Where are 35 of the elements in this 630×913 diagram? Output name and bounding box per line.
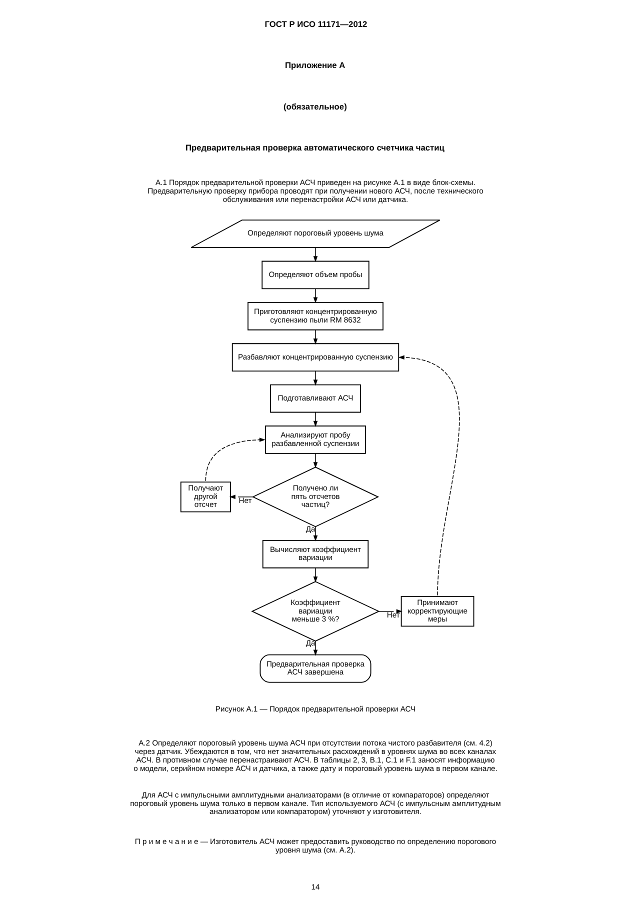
edge-label: Нет: [386, 610, 400, 620]
node-diamond: Получено ли пять отсчетов частиц?: [251, 466, 379, 528]
node-box: Подготавливают АСЧ: [270, 384, 360, 413]
arrow: [398, 355, 460, 596]
node-box: Предварительная проверка АСЧ завершена: [259, 654, 371, 683]
arrow: [312, 640, 318, 656]
node-box: Получают другой отсчет: [180, 482, 230, 512]
arrow: [312, 453, 318, 468]
edge-label: Нет: [238, 496, 252, 506]
label: А.2 Определяют пороговый уровень шума АСЧ при отсутствии потока чистого разбавителя (см. 4.2) через датчик. Убеждаются в том, что нет значительных расхождений в уровнях шума во всех каналах АСЧ. В противном случае перенастраивают АСЧ. В таблицы 2, 3, В.1, С.1 и F.1 заносят информацию о модели, серийном номере АСЧ и датчика, а также дату и пороговый уровень шума в первом канале.: [133, 738, 497, 773]
label: 14: [310, 882, 320, 892]
label: Для АСЧ с импульсными амплитудными анализаторами (в отличие от компараторов) определяют пороговый уровень шума только в первом канале. Тип используемого АСЧ (с импульсным амплитудным анализатором или компаратором) уточняют у изготовителя.: [130, 790, 500, 816]
node-box: Разбавляют концентрированную суспензию: [231, 343, 399, 372]
node-box: Принимают корректирующие меры: [400, 596, 474, 627]
label: ГОСТ Р ИСО 11171—2012: [264, 18, 367, 29]
arrow: [312, 526, 318, 542]
node-box: Анализируют пробу разбавленной суспензии: [264, 426, 366, 454]
arrow: [312, 412, 318, 427]
arrow: [378, 609, 402, 614]
arrow: [312, 370, 318, 386]
arrow: [204, 438, 266, 482]
label: Приложение А: [284, 60, 345, 70]
label: Предварительная проверка автоматического счетчика частиц: [184, 142, 444, 152]
label: П р и м е ч а н и е — Изготовитель АСЧ может предоставить руководство по определению порогового уровня шума (см. А.2).: [134, 836, 496, 854]
arrow: [312, 288, 318, 304]
arrow: [312, 330, 318, 345]
node-box: Определяют объем пробы: [261, 260, 369, 290]
label: А.1 Порядок предварительной проверки АСЧ приведен на рисунке А.1 в виде блок-схемы. Предварительную проверку прибора проводят при получении нового АСЧ, после технического обслуживания или перенастройки АСЧ или датчика.: [147, 178, 483, 204]
label: (обязательное): [282, 101, 346, 112]
arrow: [312, 568, 318, 583]
node-box: Приготовляют концентрированную суспензию пыли RM 8632: [247, 302, 383, 330]
node-box: Вычисляют коэффициент вариации: [262, 540, 368, 568]
label: Рисунок А.1 — Порядок предварительной проверки АСЧ: [214, 704, 416, 714]
arrow: [312, 247, 318, 262]
arrow: [228, 494, 253, 500]
